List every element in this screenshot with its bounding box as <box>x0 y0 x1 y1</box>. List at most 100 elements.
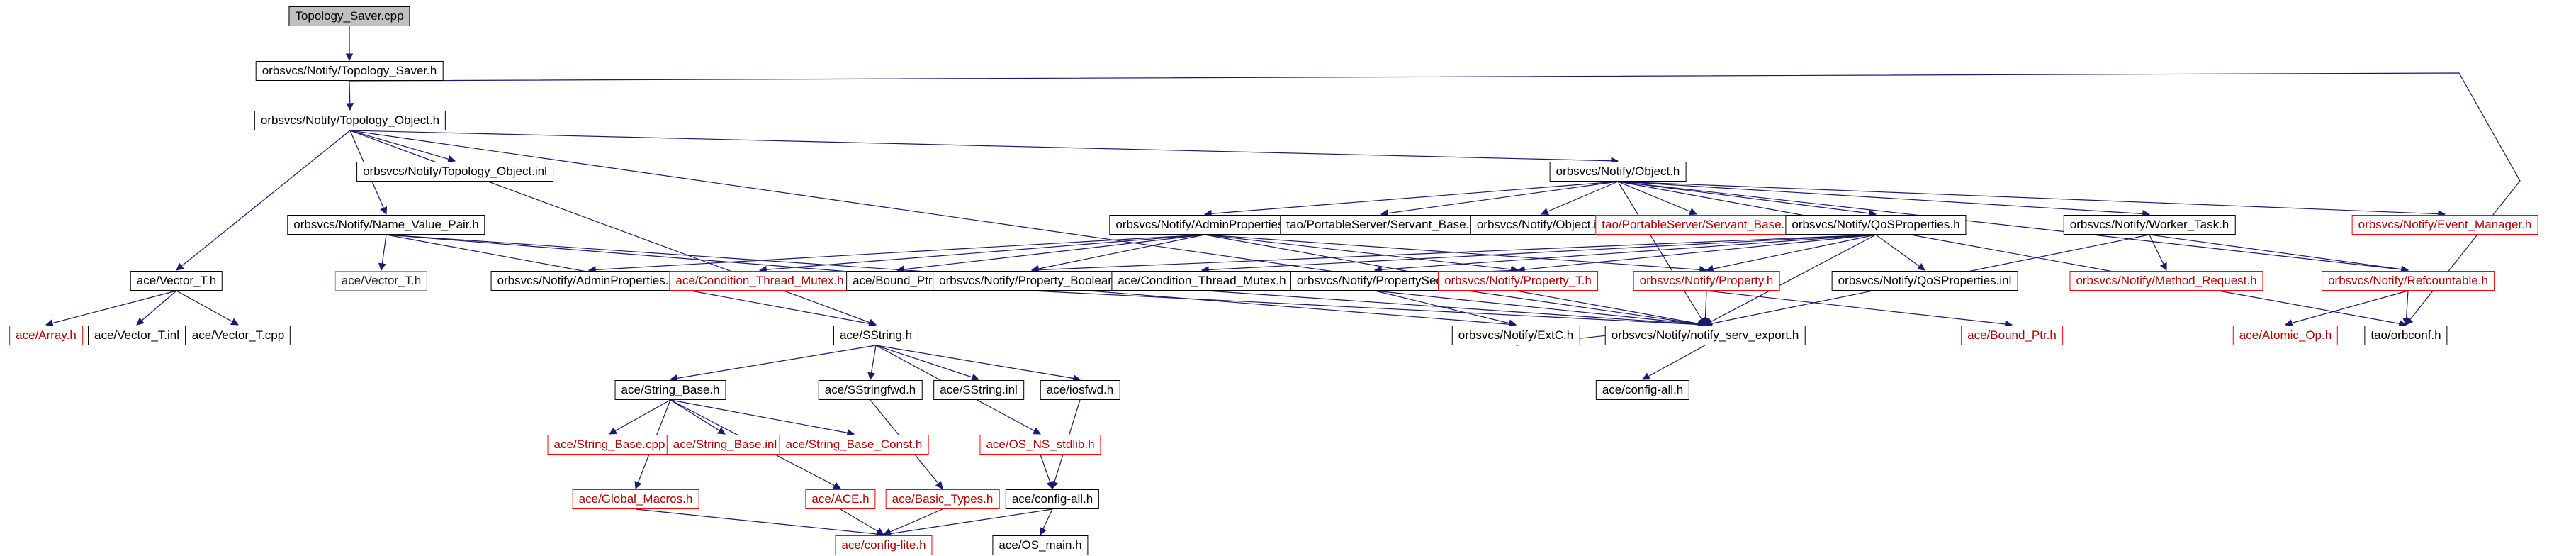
graph-node-servant_base_2[interactable]: tao/PortableServer/Servant_Base.h <box>1595 215 1798 235</box>
graph-node-basic_types[interactable]: ace/Basic_Types.h <box>885 489 1000 509</box>
graph-edge-saver_h-to-orbconf <box>349 72 2521 326</box>
graph-node-config_all_1[interactable]: ace/config-all.h <box>1595 380 1690 400</box>
graph-node-worker_task[interactable]: orbsvcs/Notify/Worker_Task.h <box>2063 215 2236 235</box>
graph-edge-vector_t_1-to-vector_t_cpp <box>176 290 239 326</box>
graph-node-sstring_inl[interactable]: ace/SString.inl <box>933 380 1024 400</box>
graph-edge-adminprops-to-property_boolean <box>1030 234 1205 273</box>
graph-edge-object_h-to-servant_base_1 <box>1380 181 1619 218</box>
graph-node-vector_t_cpp[interactable]: ace/Vector_T.cpp <box>185 326 291 345</box>
graph-edge-refcountable-to-orbconf <box>2402 290 2410 326</box>
graph-node-config_lite[interactable]: ace/config-lite.h <box>835 535 933 555</box>
graph-node-name_value_pair[interactable]: orbsvcs/Notify/Name_Value_Pair.h <box>287 215 485 235</box>
graph-node-sstring[interactable]: ace/SString.h <box>833 326 919 345</box>
graph-node-saver_h[interactable]: orbsvcs/Notify/Topology_Saver.h <box>255 61 444 81</box>
graph-edge-qosprops-to-property_t <box>1517 234 1877 274</box>
graph-edge-sstring-to-sstringfwd <box>867 345 877 381</box>
graph-node-iosfwd[interactable]: ace/iosfwd.h <box>1040 380 1120 400</box>
graph-edge-property_seq-to-notify_serv_export <box>1374 290 1706 328</box>
graph-node-string_base[interactable]: ace/String_Base.h <box>614 380 726 400</box>
graph-edge-object_h-to-servant_base_2 <box>1617 181 1697 216</box>
graph-node-vector_t_1[interactable]: ace/Vector_T.h <box>130 271 223 291</box>
graph-node-qosprops_inl[interactable]: orbsvcs/Notify/QoSProperties.inl <box>1831 271 2018 291</box>
graph-edge-basic_types-to-config_lite <box>883 508 943 536</box>
graph-edge-property_boolean-to-notify_serv_export <box>1031 290 1706 328</box>
graph-node-sstringfwd[interactable]: ace/SStringfwd.h <box>818 380 923 400</box>
graph-node-string_base_cpp[interactable]: ace/String_Base.cpp <box>547 435 672 455</box>
graph-node-vector_t_inl[interactable]: ace/Vector_T.inl <box>87 326 186 345</box>
graph-edge-refcountable-to-atomic_op <box>2284 290 2409 327</box>
graph-node-event_manager[interactable]: orbsvcs/Notify/Event_Manager.h <box>2351 215 2538 235</box>
graph-node-property_boolean[interactable]: orbsvcs/Notify/Property_Boolean.h <box>933 271 1131 291</box>
graph-edge-worker_task-to-refcountable <box>2149 234 2409 274</box>
graph-edge-name_value_pair-to-vector_t_2 <box>378 234 387 272</box>
graph-node-qosprops[interactable]: orbsvcs/Notify/QoSProperties.h <box>1785 215 1967 235</box>
graph-node-os_main[interactable]: ace/OS_main.h <box>992 535 1089 555</box>
graph-node-refcountable[interactable]: orbsvcs/Notify/Refcountable.h <box>2322 271 2495 291</box>
graph-node-method_request[interactable]: orbsvcs/Notify/Method_Request.h <box>2069 271 2263 291</box>
graph-edge-saver_h-to-topo_obj_h <box>346 80 354 111</box>
graph-edge-adminprops-to-adminprops_inl <box>587 234 1205 274</box>
graph-edge-adminprops-to-cond_mutex_red <box>758 234 1205 274</box>
graph-node-os_ns_stdlib[interactable]: ace/OS_NS_stdlib.h <box>979 435 1101 455</box>
graph-edge-qosprops-to-notify_serv_export <box>1704 234 1877 326</box>
graph-edge-string_base-to-string_base_const <box>670 399 855 437</box>
graph-edge-object_h-to-object_inl <box>1541 181 1619 216</box>
graph-node-ace_h[interactable]: ace/ACE.h <box>805 489 876 509</box>
graph-node-notify_serv_export[interactable]: orbsvcs/Notify/notify_serv_export.h <box>1604 326 1806 345</box>
graph-edge-string_base-to-string_base_inl <box>670 399 726 435</box>
graph-node-vector_t_2[interactable]: ace/Vector_T.h <box>334 271 428 291</box>
graph-node-bound_ptr_1[interactable]: ace/Bound_Ptr.h <box>846 271 948 291</box>
graph-node-atomic_op[interactable]: ace/Atomic_Op.h <box>2232 326 2339 345</box>
graph-edge-adminprops-to-bound_ptr_1 <box>896 234 1205 274</box>
graph-edge-property_h-to-bound_ptr_red <box>1706 290 2013 328</box>
graph-node-property_seq[interactable]: orbsvcs/Notify/PropertySeq.h <box>1290 271 1460 291</box>
graph-edge-topo_obj_h-to-topo_obj_inl <box>349 130 456 163</box>
graph-node-cpp[interactable]: Topology_Saver.cpp <box>288 6 410 26</box>
graph-node-object_h[interactable]: orbsvcs/Notify/Object.h <box>1549 162 1687 182</box>
graph-edge-object_h-to-adminprops <box>1203 181 1619 218</box>
graph-edge-worker_task-to-method_request <box>2149 234 2167 271</box>
graph-edge-property_h-to-notify_serv_export <box>1702 290 1709 326</box>
graph-node-cond_mutex_red[interactable]: ace/Condition_Thread_Mutex.h <box>669 271 850 291</box>
graph-node-orbconf[interactable]: tao/orbconf.h <box>2364 326 2448 345</box>
graph-edge-ace_h-to-config_lite <box>840 508 884 535</box>
graph-node-cond_mutex_plain[interactable]: ace/Condition_Thread_Mutex.h <box>1111 271 1293 291</box>
graph-node-config_all_2[interactable]: ace/config-all.h <box>1005 489 1100 509</box>
graph-node-adminprops_inl[interactable]: orbsvcs/Notify/AdminProperties.inl <box>490 271 687 291</box>
graph-edge-global_macros-to-config_lite <box>635 508 885 538</box>
graph-node-bound_ptr_red[interactable]: ace/Bound_Ptr.h <box>1961 326 2063 345</box>
graph-node-topo_obj_inl[interactable]: orbsvcs/Notify/Topology_Object.inl <box>356 162 553 182</box>
graph-node-servant_base_1[interactable]: tao/PortableServer/Servant_Base.h <box>1280 215 1483 235</box>
graph-edge-os_ns_stdlib-to-config_all_2 <box>1040 454 1054 490</box>
graph-edge-object_h-to-worker_task <box>1617 181 2151 218</box>
graph-node-adminprops[interactable]: orbsvcs/Notify/AdminProperties.h <box>1109 215 1300 235</box>
graph-edge-object_h-to-notify_serv_export <box>1617 181 1706 326</box>
graph-edge-vector_t_1-to-array_h <box>45 290 177 327</box>
graph-edge-config_all_2-to-config_lite <box>882 508 1053 538</box>
graph-node-string_base_inl[interactable]: ace/String_Base.inl <box>666 435 784 455</box>
graph-edge-object_h-to-qosprops <box>1617 181 1877 218</box>
graph-edge-sstring-to-sstring_inl <box>875 345 980 382</box>
graph-node-extc[interactable]: orbsvcs/Notify/ExtC.h <box>1451 326 1580 345</box>
graph-node-array_h[interactable]: ace/Array.h <box>9 326 83 345</box>
graph-node-property_h[interactable]: orbsvcs/Notify/Property.h <box>1633 271 1780 291</box>
graph-edge-adminprops-to-property_t <box>1204 234 1519 274</box>
graph-node-global_macros[interactable]: ace/Global_Macros.h <box>572 489 699 509</box>
graph-edge-config_all_2-to-os_main <box>1040 508 1053 535</box>
graph-edge-qosprops-to-cond_mutex_plain <box>1200 234 1877 274</box>
graph-node-object_inl[interactable]: orbsvcs/Notify/Object.inl <box>1470 215 1613 235</box>
graph-edge-qosprops-to-qosprops_inl <box>1875 234 1925 271</box>
graph-edge-object_h-to-event_manager <box>1617 181 2446 218</box>
graph-node-property_t[interactable]: orbsvcs/Notify/Property_T.h <box>1438 271 1598 291</box>
graph-edge-vector_t_1-to-vector_t_inl <box>136 290 177 326</box>
graph-edge-notify_serv_export-to-config_all_1 <box>1642 345 1706 380</box>
graph-node-string_base_const[interactable]: ace/String_Base_Const.h <box>779 435 929 455</box>
graph-edge-qosprops-to-property_h <box>1705 234 1877 273</box>
graph-edge-topo_obj_h-to-vector_t_1 <box>176 130 351 271</box>
graph-node-topo_obj_h[interactable]: orbsvcs/Notify/Topology_Object.h <box>254 111 446 130</box>
graph-edge-string_base-to-string_base_cpp <box>609 399 671 435</box>
graph-edge-sstring-to-string_base <box>669 345 877 382</box>
graph-edge-qosprops-to-property_boolean <box>1030 234 1877 274</box>
graph-edge-qosprops-to-property_seq <box>1373 234 1877 274</box>
